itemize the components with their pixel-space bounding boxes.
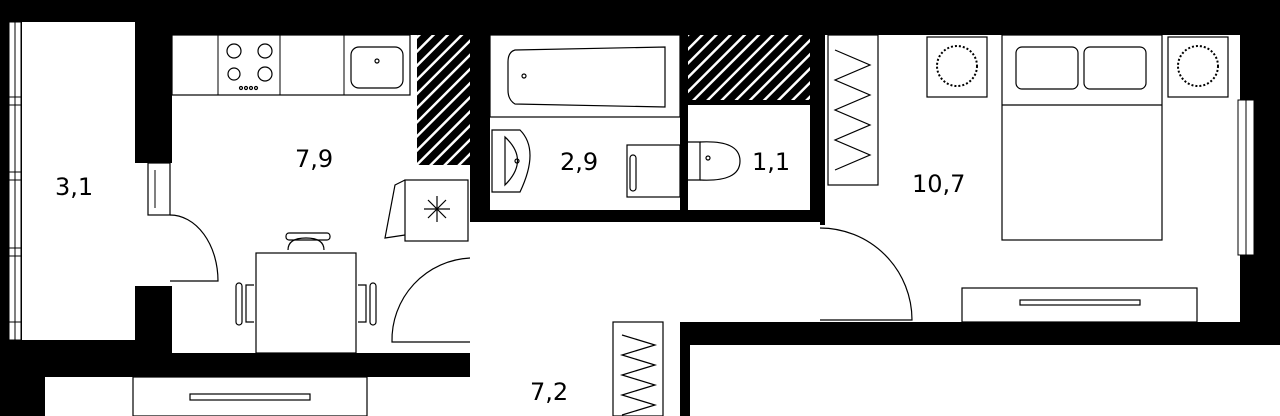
bedroom-door-opening: [810, 225, 830, 322]
room-area-bedroom: 10,7: [912, 170, 965, 198]
kitchen-sink-icon: [350, 46, 404, 89]
room-area-balcony: 3,1: [55, 173, 93, 201]
hallway-floor: [470, 222, 820, 322]
bathtub-icon: [489, 34, 681, 118]
stove-icon: [226, 43, 273, 91]
room-area-bathroom: 2,9: [560, 148, 598, 176]
room-area-hallway: 7,2: [530, 378, 568, 406]
tv-unit: [132, 376, 368, 416]
room-area-toilet: 1,1: [752, 148, 790, 176]
washbasin-icon: [491, 129, 531, 193]
kitchen-balcony-door: [147, 162, 219, 282]
room-area-kitchen: 7,9: [295, 145, 333, 173]
bedroom-wardrobe: [827, 34, 879, 186]
balcony-window: [8, 21, 22, 341]
ventilation-shaft: [688, 35, 810, 100]
toilet-floor: [688, 105, 810, 210]
kitchen-counter: [171, 34, 411, 96]
fridge-icon: [384, 179, 469, 242]
dresser: [961, 287, 1198, 323]
kitchen-door: [391, 257, 471, 343]
washing-machine-icon: [626, 144, 681, 198]
neighbour-area: [690, 345, 1280, 416]
nightstand-lamp-icon: [926, 36, 988, 98]
bedroom-door: [819, 227, 913, 321]
hallway-wardrobe: [612, 321, 664, 416]
dining-table: [235, 232, 377, 354]
nightstand-lamp-icon: [1167, 36, 1229, 98]
toilet-icon: [688, 141, 741, 181]
balcony-floor: [22, 22, 135, 340]
bedroom-window: [1237, 99, 1255, 256]
ventilation-shaft: [417, 35, 470, 165]
bed-icon: [1001, 34, 1163, 241]
